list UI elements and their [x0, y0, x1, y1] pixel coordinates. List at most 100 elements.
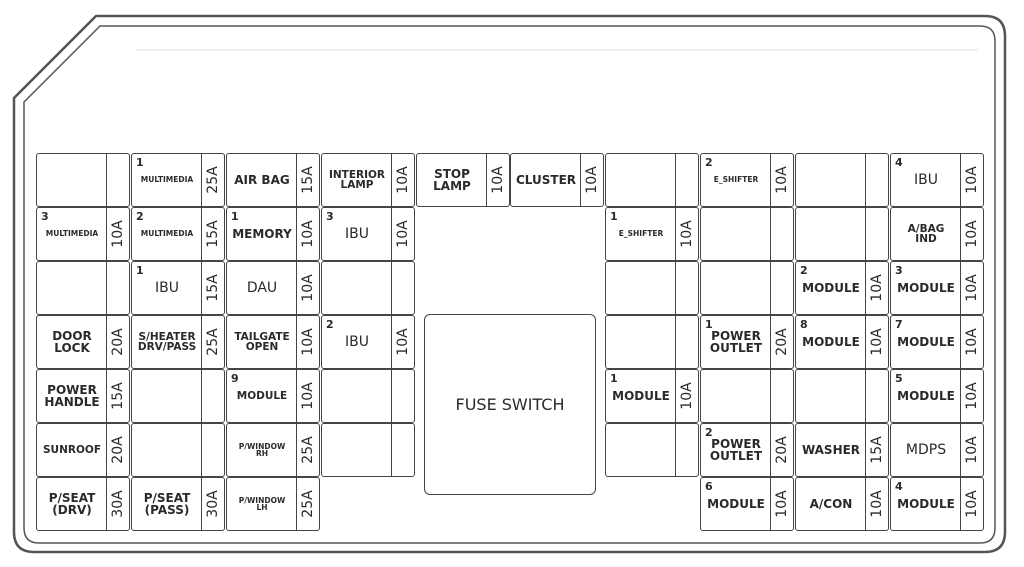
fuse-name: P/WINDOW RH: [238, 441, 286, 458]
fuse-amp-rating: [675, 262, 698, 314]
fuse-name: IBU: [155, 280, 179, 296]
fuse-amp-rating: 10A: [391, 154, 414, 206]
fuse-amp-rating: 15A: [865, 424, 888, 476]
fuse-amp-rating: 10A: [960, 316, 983, 368]
fuse-slot[interactable]: P/SEAT (PASS) 30A: [131, 477, 225, 531]
fuse-amp-rating: [106, 262, 129, 314]
fuse-slot[interactable]: [131, 423, 225, 477]
fuse-slot[interactable]: [36, 153, 130, 207]
fuse-slot[interactable]: [795, 153, 889, 207]
fuse-slot[interactable]: [700, 369, 794, 423]
fuse-amp-label: 25A: [205, 328, 221, 356]
fuse-number: 2: [705, 426, 713, 439]
fuse-slot[interactable]: [131, 369, 225, 423]
fuse-slot[interactable]: [321, 369, 415, 423]
fuse-number: 4: [895, 480, 903, 493]
fuse-amp-rating: [770, 370, 793, 422]
fuse-amp-rating: 10A: [675, 370, 698, 422]
fuse-amp-label: 10A: [490, 166, 506, 194]
fuse-amp-rating: 10A: [770, 478, 793, 530]
fuse-amp-label: 10A: [964, 166, 980, 194]
fuse-amp-rating: 20A: [106, 424, 129, 476]
fuse-slot[interactable]: [321, 261, 415, 315]
fuse-amp-rating: [770, 208, 793, 260]
fuse-amp-rating: [391, 424, 414, 476]
fuse-slot[interactable]: [605, 261, 699, 315]
fuse-amp-label: 15A: [205, 220, 221, 248]
fuse-name: MODULE: [897, 335, 955, 349]
fuse-slot[interactable]: [700, 207, 794, 261]
fuse-slot[interactable]: [321, 423, 415, 477]
fuse-name: MULTIMEDIA: [140, 175, 194, 185]
fuse-number: 3: [895, 264, 903, 277]
fuse-name: MODULE: [897, 389, 955, 403]
fuse-name: A/BAG IND: [907, 222, 945, 245]
fuse-amp-label: 30A: [205, 490, 221, 518]
fuse-slot[interactable]: [700, 261, 794, 315]
fuse-slot[interactable]: [605, 423, 699, 477]
fuse-name: E_SHIFTER: [713, 175, 759, 185]
fuse-slot[interactable]: [795, 207, 889, 261]
fuse-slot[interactable]: MODULE 7 10A: [890, 315, 984, 369]
fuse-amp-rating: 10A: [296, 316, 319, 368]
fuse-slot[interactable]: P/WINDOW RH 25A: [226, 423, 320, 477]
fuse-name: [132, 424, 202, 476]
fuse-slot[interactable]: [605, 153, 699, 207]
fuse-slot[interactable]: [795, 369, 889, 423]
fuse-amp-rating: 25A: [201, 154, 224, 206]
fuse-name: [701, 208, 771, 260]
fuse-number: 7: [895, 318, 903, 331]
fuse-amp-rating: 25A: [296, 424, 319, 476]
fuse-name: [796, 370, 866, 422]
fuse-slot[interactable]: STOP LAMP 10A: [416, 153, 510, 207]
fuse-slot[interactable]: P/SEAT (DRV)30A: [36, 477, 130, 531]
fuse-amp-rating: 10A: [960, 370, 983, 422]
fuse-slot[interactable]: [36, 261, 130, 315]
fuse-amp-label: 10A: [395, 166, 411, 194]
fuse-name: P/SEAT (PASS): [143, 491, 191, 517]
fuse-number: 9: [231, 372, 239, 385]
fuse-slot[interactable]: [605, 315, 699, 369]
fuse-amp-label: 15A: [205, 274, 221, 302]
fuse-name: STOP LAMP: [433, 167, 471, 193]
fuse-amp-rating: [675, 424, 698, 476]
fuse-amp-rating: 30A: [106, 478, 129, 530]
fuse-switch[interactable]: FUSE SWITCH: [424, 314, 596, 495]
fuse-amp-label: 10A: [584, 166, 600, 194]
fuse-name: MODULE: [707, 497, 765, 511]
